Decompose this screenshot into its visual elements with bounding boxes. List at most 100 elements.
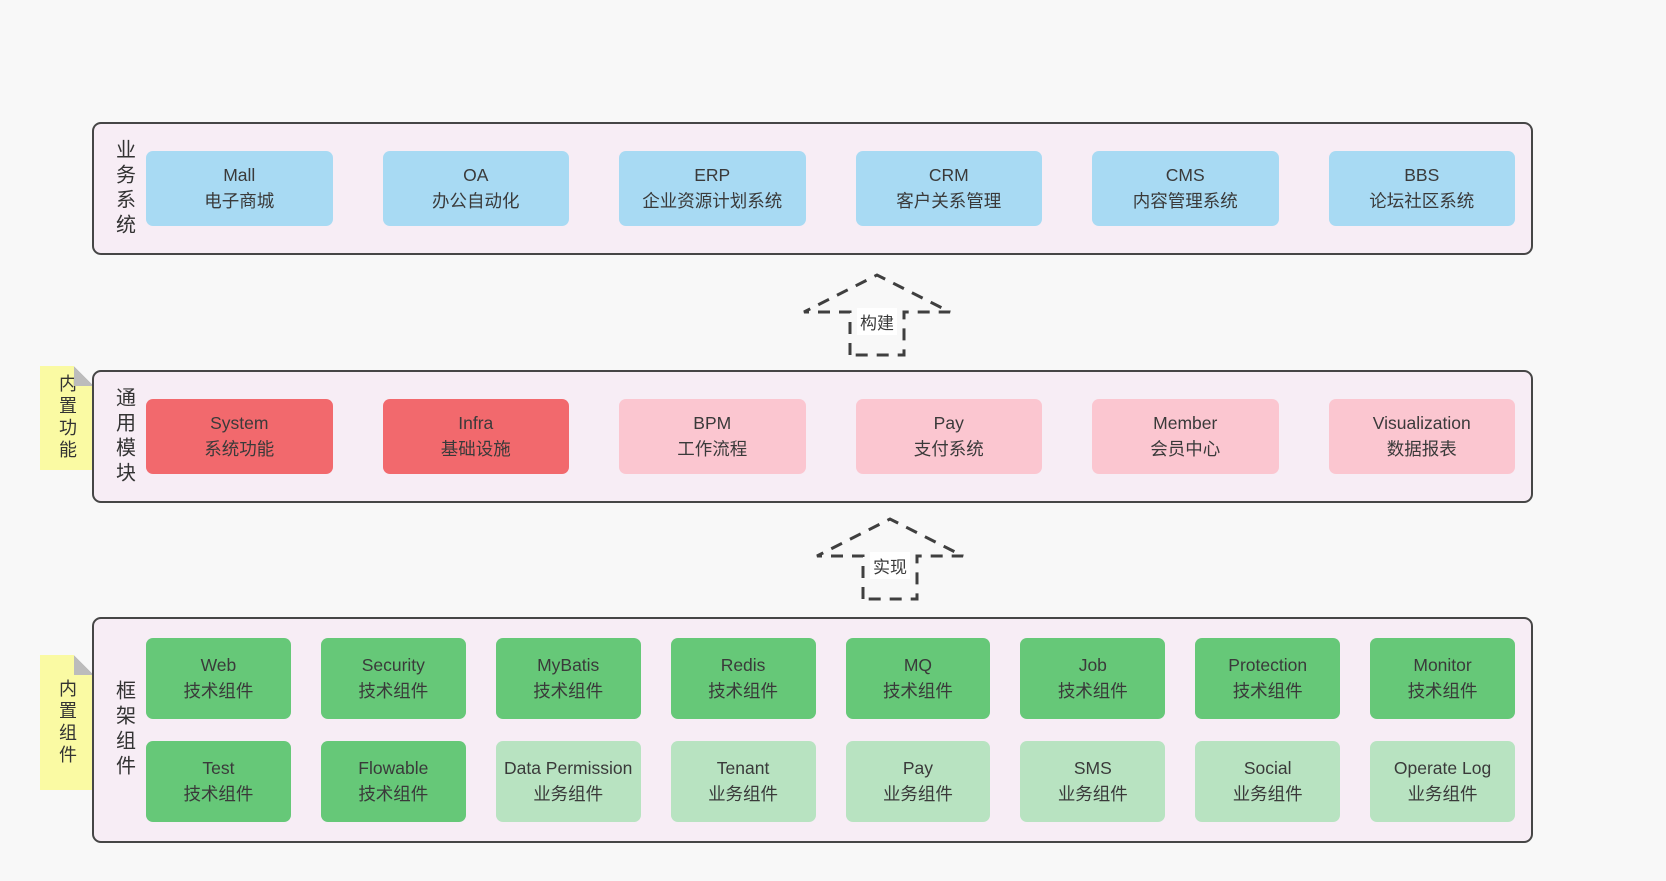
node-desc: 技术组件 xyxy=(183,680,254,701)
node-monitor: Monitor 技术组件 xyxy=(1370,638,1515,719)
node-flowable: Flowable 技术组件 xyxy=(320,741,466,822)
node-desc: 电子商城 xyxy=(204,190,275,211)
node-infra: Infra 基础设施 xyxy=(382,399,569,474)
node-desc: 业务组件 xyxy=(882,783,953,804)
node-operate-log: Operate Log 业务组件 xyxy=(1370,741,1515,822)
node-name: MyBatis xyxy=(537,655,600,676)
sticky-note-builtin-features: 内置功能 xyxy=(40,366,94,470)
layer-label-framework-components: 框架组件 xyxy=(112,680,135,780)
node-bbs: BBS 论坛社区系统 xyxy=(1328,151,1515,226)
node-test: Test 技术组件 xyxy=(146,741,291,822)
node-desc: 工作流程 xyxy=(677,438,748,459)
node-name: BBS xyxy=(1404,165,1440,186)
node-desc: 技术组件 xyxy=(1407,680,1478,701)
node-mybatis: MyBatis 技术组件 xyxy=(495,638,641,719)
node-name: Member xyxy=(1153,413,1218,434)
node-desc: 企业资源计划系统 xyxy=(642,190,783,211)
node-name: ERP xyxy=(694,165,731,186)
node-job: Job 技术组件 xyxy=(1020,638,1166,719)
node-desc: 办公自动化 xyxy=(432,190,520,211)
node-name: Web xyxy=(200,655,237,676)
node-desc: 技术组件 xyxy=(882,680,953,701)
node-name: CRM xyxy=(928,165,969,186)
node-security: Security 技术组件 xyxy=(320,638,466,719)
node-bpm: BPM 工作流程 xyxy=(619,399,806,474)
node-name: Visualization xyxy=(1372,413,1471,434)
framework-components-grid: Web 技术组件 Security 技术组件 MyBatis 技术组件 Redi… xyxy=(146,638,1515,822)
node-desc: 会员中心 xyxy=(1150,438,1221,459)
node-desc: 技术组件 xyxy=(708,680,779,701)
arrow-implement-label: 实现 xyxy=(870,552,910,579)
node-pay-biz: Pay 业务组件 xyxy=(845,741,991,822)
node-name: Flowable xyxy=(358,758,429,779)
common-modules-row: System 系统功能 Infra 基础设施 BPM 工作流程 Pay 支付系统… xyxy=(146,399,1515,474)
node-desc: 技术组件 xyxy=(533,680,604,701)
folded-corner-icon xyxy=(74,655,94,675)
layer-framework-components: 框架组件 Web 技术组件 Security 技术组件 MyBatis 技术组件… xyxy=(92,617,1533,843)
node-name: Job xyxy=(1078,655,1107,676)
node-name: Mall xyxy=(223,165,256,186)
node-desc: 业务组件 xyxy=(1232,783,1303,804)
node-desc: 支付系统 xyxy=(913,438,984,459)
node-redis: Redis 技术组件 xyxy=(670,638,816,719)
node-member: Member 会员中心 xyxy=(1092,399,1279,474)
node-name: CMS xyxy=(1165,165,1205,186)
arrow-implement: 实现 xyxy=(815,516,965,602)
layer-label-common-modules: 通用模块 xyxy=(112,386,135,487)
node-name: Pay xyxy=(933,413,964,434)
node-desc: 技术组件 xyxy=(183,783,254,804)
node-desc: 数据报表 xyxy=(1386,438,1457,459)
node-erp: ERP 企业资源计划系统 xyxy=(619,151,806,226)
node-name: Redis xyxy=(720,655,766,676)
node-data-permission: Data Permission 业务组件 xyxy=(495,741,641,822)
arrow-build: 构建 xyxy=(802,272,952,358)
node-desc: 业务组件 xyxy=(533,783,604,804)
node-name: MQ xyxy=(903,655,933,676)
node-desc: 技术组件 xyxy=(358,783,429,804)
node-social: Social 业务组件 xyxy=(1195,741,1341,822)
node-desc: 技术组件 xyxy=(358,680,429,701)
block-arrow-up-icon xyxy=(803,273,951,357)
node-tenant: Tenant 业务组件 xyxy=(670,741,816,822)
node-mq: MQ 技术组件 xyxy=(845,638,991,719)
folded-corner-icon xyxy=(74,366,94,386)
node-sms: SMS 业务组件 xyxy=(1020,741,1166,822)
block-arrow-up-icon xyxy=(816,517,964,601)
node-name: Security xyxy=(361,655,425,676)
node-pay: Pay 支付系统 xyxy=(855,399,1042,474)
framework-components-row-2: Test 技术组件 Flowable 技术组件 Data Permission … xyxy=(146,741,1515,822)
node-mall: Mall 电子商城 xyxy=(146,151,333,226)
node-cms: CMS 内容管理系统 xyxy=(1092,151,1279,226)
sticky-note-label: 内置组件 xyxy=(57,678,77,767)
layer-label-business-systems: 业务系统 xyxy=(112,138,135,239)
node-web: Web 技术组件 xyxy=(146,638,291,719)
node-name: System xyxy=(210,413,269,434)
layer-business-systems: 业务系统 Mall 电子商城 OA 办公自动化 ERP 企业资源计划系统 CRM… xyxy=(92,122,1533,255)
sticky-note-label: 内置功能 xyxy=(57,374,77,462)
node-name: Protection xyxy=(1228,655,1308,676)
node-name: Operate Log xyxy=(1393,758,1492,779)
node-name: Data Permission xyxy=(503,758,633,779)
node-name: Social xyxy=(1243,758,1292,779)
node-crm: CRM 客户关系管理 xyxy=(855,151,1042,226)
node-desc: 业务组件 xyxy=(1407,783,1478,804)
node-desc: 技术组件 xyxy=(1232,680,1303,701)
node-name: Monitor xyxy=(1413,655,1472,676)
node-name: Tenant xyxy=(716,758,770,779)
node-desc: 技术组件 xyxy=(1057,680,1128,701)
node-name: OA xyxy=(463,165,489,186)
node-oa: OA 办公自动化 xyxy=(382,151,569,226)
business-systems-row: Mall 电子商城 OA 办公自动化 ERP 企业资源计划系统 CRM 客户关系… xyxy=(146,151,1515,226)
node-desc: 系统功能 xyxy=(204,438,275,459)
node-desc: 业务组件 xyxy=(708,783,779,804)
node-desc: 客户关系管理 xyxy=(896,190,1002,211)
node-name: Infra xyxy=(458,413,494,434)
framework-components-row-1: Web 技术组件 Security 技术组件 MyBatis 技术组件 Redi… xyxy=(146,638,1515,719)
node-visualization: Visualization 数据报表 xyxy=(1328,399,1515,474)
layer-common-modules: 通用模块 System 系统功能 Infra 基础设施 BPM 工作流程 Pay… xyxy=(92,370,1533,503)
node-desc: 基础设施 xyxy=(440,438,511,459)
node-desc: 论坛社区系统 xyxy=(1369,190,1475,211)
node-name: SMS xyxy=(1073,758,1112,779)
arrow-build-label: 构建 xyxy=(857,308,897,335)
node-name: BPM xyxy=(693,413,732,434)
